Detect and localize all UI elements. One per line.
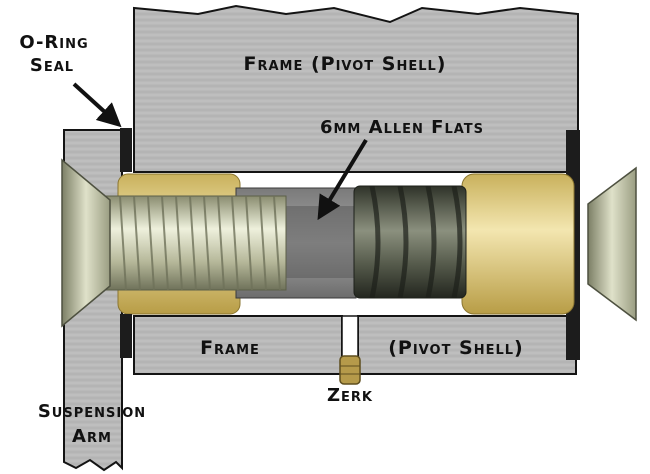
sleeve-threads — [369, 185, 463, 299]
label-arm-line2: Arm — [72, 426, 112, 447]
label-frame-bottom-left: Frame — [200, 337, 260, 359]
zerk-channel — [341, 315, 359, 361]
label-allen-flats: 6mm Allen Flats — [320, 117, 484, 138]
bolt-threads — [119, 195, 281, 291]
right-bushing — [461, 173, 575, 315]
label-arm-line1: Suspension — [38, 401, 146, 422]
threaded-sleeve — [353, 185, 467, 299]
left-bolt-head — [61, 158, 111, 328]
label-zerk: Zerk — [327, 385, 373, 406]
label-oring-line2: Seal — [30, 55, 74, 76]
label-frame-bottom-right: (Pivot Shell) — [388, 337, 524, 359]
oring-seal-top — [120, 128, 132, 172]
allen-pointer-arrow — [317, 138, 368, 221]
allen-flats-inner — [284, 206, 356, 278]
oring-seal-bottom — [120, 314, 132, 358]
frame-top-block — [133, 4, 579, 173]
right-bolt-head — [587, 166, 637, 322]
label-oring-line1: O-Ring — [19, 32, 88, 53]
oring-pointer-arrow — [72, 82, 122, 128]
zerk-fitting — [339, 355, 361, 385]
label-frame-top: Frame (Pivot Shell) — [244, 53, 447, 75]
